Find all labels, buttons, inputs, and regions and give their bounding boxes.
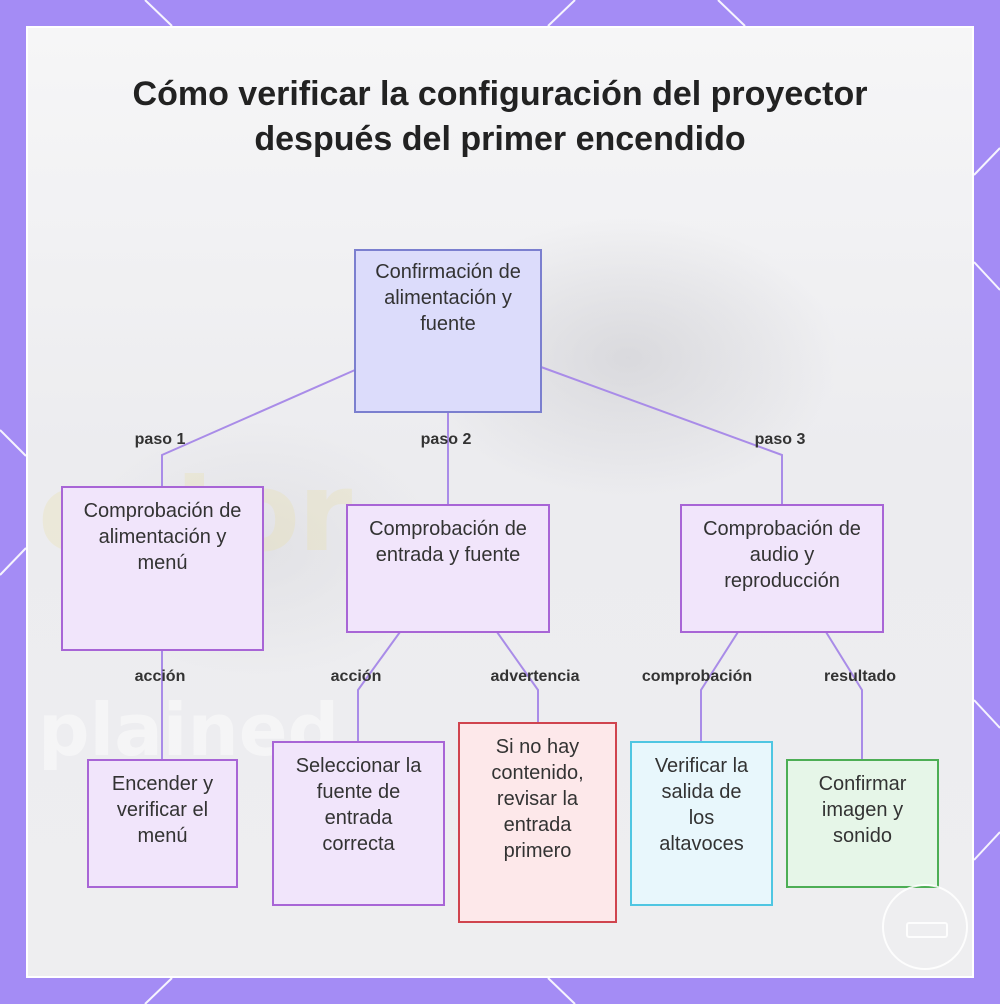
node-leaf1-label: Encender y verificar el menú (111, 773, 214, 847)
node-step1: Comprobación de alimentación y menú (61, 486, 264, 651)
edge-label-accion2: acción (330, 668, 382, 685)
brand-logo-icon (882, 884, 968, 970)
edge-label-advertencia: advertencia (490, 668, 580, 685)
edge-step3-leaf5 (825, 631, 863, 760)
edge-label-accion1: acción (134, 668, 186, 685)
edge-step2-leaf2 (357, 631, 401, 742)
node-leaf2-label: Seleccionar la fuente de entrada correct… (295, 755, 422, 855)
node-step3: Comprobación de audio y reproducción (680, 504, 884, 633)
node-step1-label: Comprobación de alimentación y menú (83, 500, 242, 574)
edge-root-step1 (161, 369, 356, 487)
edge-label-paso2: paso 2 (420, 431, 472, 448)
node-leaf3: Si no hay contenido, revisar la entrada … (458, 722, 617, 923)
node-leaf4: Verificar la salida de los altavoces (630, 741, 773, 906)
node-step2: Comprobación de entrada y fuente (346, 504, 550, 633)
node-root-label: Confirmación de alimentación y fuente (375, 261, 521, 335)
node-leaf4-label: Verificar la salida de los altavoces (654, 755, 749, 855)
node-leaf5: Confirmar imagen y sonido (786, 759, 939, 888)
edge-step2-leaf3 (496, 631, 539, 722)
edge-label-comprobacion: comprobación (641, 668, 753, 685)
edge-label-paso3: paso 3 (754, 431, 806, 448)
node-leaf3-label: Si no hay contenido, revisar la entrada … (491, 736, 584, 862)
edge-label-paso1: paso 1 (134, 431, 186, 448)
page-title: Cómo verificar la configuración del proy… (132, 75, 868, 158)
node-step2-label: Comprobación de entrada y fuente (369, 518, 527, 566)
node-leaf5-label: Confirmar imagen y sonido (818, 773, 907, 847)
node-leaf1: Encender y verificar el menú (87, 759, 238, 888)
node-step3-label: Comprobación de audio y reproducción (703, 518, 861, 592)
edge-label-resultado: resultado (823, 668, 897, 685)
edge-root-step3 (540, 366, 783, 505)
edge-step3-leaf4 (700, 631, 739, 742)
node-leaf2: Seleccionar la fuente de entrada correct… (272, 741, 445, 906)
node-root: Confirmación de alimentación y fuente (354, 249, 542, 413)
